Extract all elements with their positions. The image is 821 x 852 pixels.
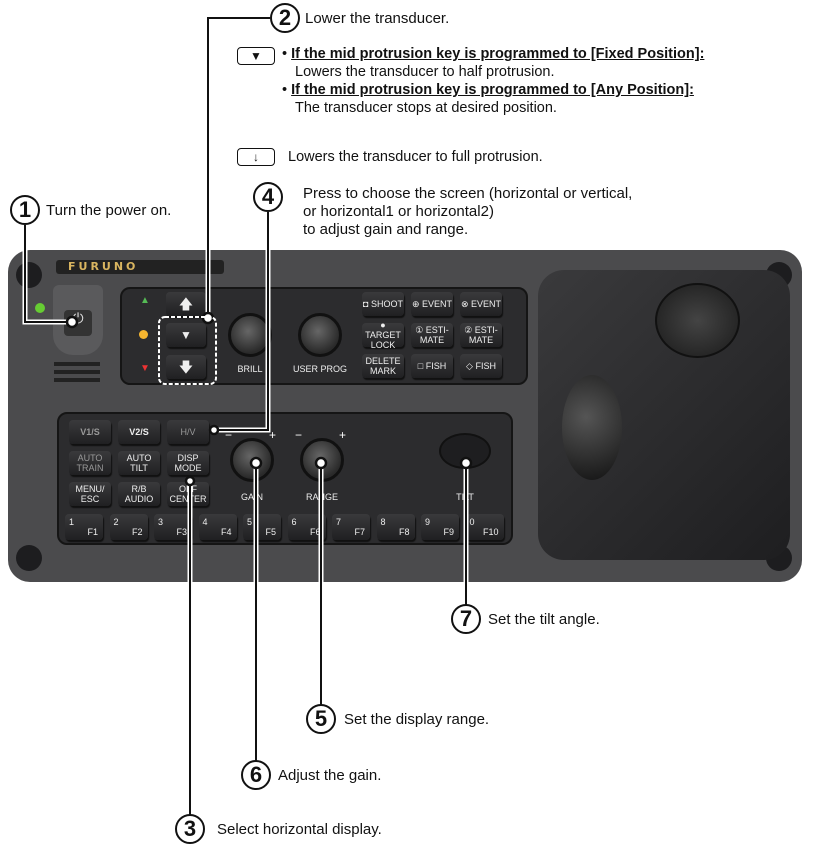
callout-4-text: Press to choose the screen (horizontal o… xyxy=(303,185,633,238)
display-button[interactable]: DISP MODE xyxy=(167,451,209,475)
speaker-grille xyxy=(54,362,100,386)
display-button[interactable]: V1/S xyxy=(69,420,111,444)
callout-1-number: 1 xyxy=(10,195,40,225)
callout-7-text: Set the tilt angle. xyxy=(488,611,600,628)
screw xyxy=(16,262,42,288)
raise-transducer-button[interactable]: 🡅 xyxy=(166,292,206,316)
gain-plus: + xyxy=(269,428,277,442)
fkey-number: 3 xyxy=(158,517,164,527)
callout-5-number: 5 xyxy=(306,704,336,734)
fkey-label: F6 xyxy=(309,527,321,537)
callout-7-number: 7 xyxy=(451,604,481,634)
lower-transducer-button[interactable]: 🡇 xyxy=(166,355,206,379)
screw xyxy=(16,545,42,571)
function-button[interactable]: ⊗ EVENT xyxy=(460,292,502,316)
callout-3-number: 3 xyxy=(175,814,205,844)
fkey-number: 4 xyxy=(202,517,208,527)
function-button[interactable]: ◘ SHOOT xyxy=(362,292,404,316)
mid-status-lamp xyxy=(139,330,148,339)
callout-1-text: Turn the power on. xyxy=(46,202,172,219)
display-button[interactable]: R/B AUDIO xyxy=(118,482,160,506)
callout-6-number: 6 xyxy=(241,760,271,790)
display-button[interactable]: H/V xyxy=(167,420,209,444)
function-button[interactable]: □ FISH xyxy=(411,354,453,378)
tilt-lever[interactable] xyxy=(439,433,491,469)
gain-minus: − xyxy=(225,428,233,442)
fkey-label: F8 xyxy=(398,527,410,537)
fkey-label: F4 xyxy=(220,527,232,537)
fkey-label: F7 xyxy=(354,527,365,537)
fkey-label: F10 xyxy=(482,527,499,537)
callout-5-text: Set the display range. xyxy=(344,711,490,728)
user-prog-knob[interactable] xyxy=(298,313,342,357)
callout-2-text: Lower the transducer. xyxy=(305,10,450,27)
callout-3-text: Select horizontal display. xyxy=(217,821,382,838)
brill-label: BRILL xyxy=(237,364,263,374)
fkey-number: 0 xyxy=(469,517,475,527)
callout-4-number: 4 xyxy=(253,182,283,212)
fkey-number: 7 xyxy=(336,517,342,527)
fkey-number: 2 xyxy=(113,517,119,527)
fkey-label: F1 xyxy=(87,527,98,537)
display-button[interactable]: AUTO TRAIN xyxy=(69,451,111,475)
fkey-number: 1 xyxy=(69,517,75,527)
function-button[interactable]: ① ESTI-MATE xyxy=(411,323,453,347)
up-status-lamp: ▲ xyxy=(140,295,150,306)
fkey-number: 6 xyxy=(291,517,297,527)
mid-protrusion-button[interactable]: ▼ xyxy=(166,323,206,347)
fkey-label: F2 xyxy=(131,527,143,537)
function-button[interactable]: ● TARGET LOCK xyxy=(362,320,404,350)
function-button[interactable]: ② ESTI-MATE xyxy=(460,323,502,347)
range-minus: − xyxy=(295,428,303,442)
brand-logo: FURUNO xyxy=(56,260,224,274)
note-fixed-position: • If the mid protrusion key is programme… xyxy=(282,46,705,116)
user-prog-label: USER PROG xyxy=(292,364,347,374)
range-plus: + xyxy=(339,428,347,442)
function-button[interactable]: ◇ FISH xyxy=(460,354,502,378)
trackball-button[interactable] xyxy=(655,283,740,358)
callout-6-text: Adjust the gain. xyxy=(278,767,382,784)
fkey-label: F9 xyxy=(443,527,454,537)
power-led xyxy=(35,303,45,313)
fkey-number: 5 xyxy=(247,517,253,527)
note-full-protrusion: Lowers the transducer to full protrusion… xyxy=(288,149,543,165)
mid-key-icon: ▼ xyxy=(237,47,275,65)
gain-label: GAIN xyxy=(240,492,263,502)
trackball[interactable] xyxy=(562,375,622,480)
full-key-icon: ↓ xyxy=(237,148,275,166)
function-button[interactable]: DELETE MARK xyxy=(362,354,404,378)
display-button[interactable]: MENU/ ESC xyxy=(69,482,111,506)
callout-2-number: 2 xyxy=(270,3,300,33)
display-button[interactable]: V2/S xyxy=(118,420,160,444)
function-button[interactable]: ⊕ EVENT xyxy=(411,292,453,316)
fkey-number: 8 xyxy=(380,517,386,527)
display-button[interactable]: AUTO TILT xyxy=(118,451,160,475)
down-status-lamp: ▼ xyxy=(140,363,150,374)
fkey-label: F5 xyxy=(265,527,276,537)
fkey-label: F3 xyxy=(176,527,187,537)
fkey-number: 9 xyxy=(425,517,431,527)
